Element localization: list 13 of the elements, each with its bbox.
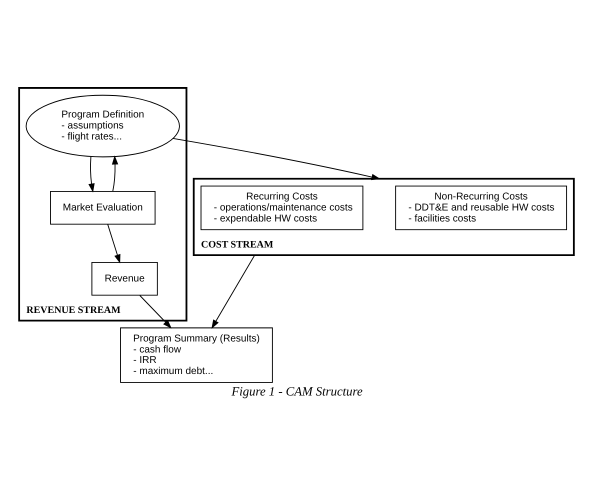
caption: Figure 1 - CAM Structure <box>231 384 363 398</box>
arrow <box>107 224 120 264</box>
arrow <box>88 156 95 193</box>
arrow <box>139 295 172 329</box>
node-box: Program Summary (Results) - cash flow - IRR - maximum debt... <box>120 327 273 383</box>
node-box: Market Evaluation <box>50 191 156 225</box>
arrow <box>211 254 256 329</box>
node-box: Non-Recurring Costs - DDT&E and reusable HW costs - facilities costs <box>395 186 568 230</box>
arrow <box>172 138 381 180</box>
node-box: Recurring Costs - operations/maintenance costs - expendable HW costs <box>200 186 364 230</box>
node-box: Revenue <box>91 262 158 296</box>
node-ellipse: Program Definition - assumptions - flight rates... <box>26 94 180 158</box>
arrow <box>112 155 118 192</box>
